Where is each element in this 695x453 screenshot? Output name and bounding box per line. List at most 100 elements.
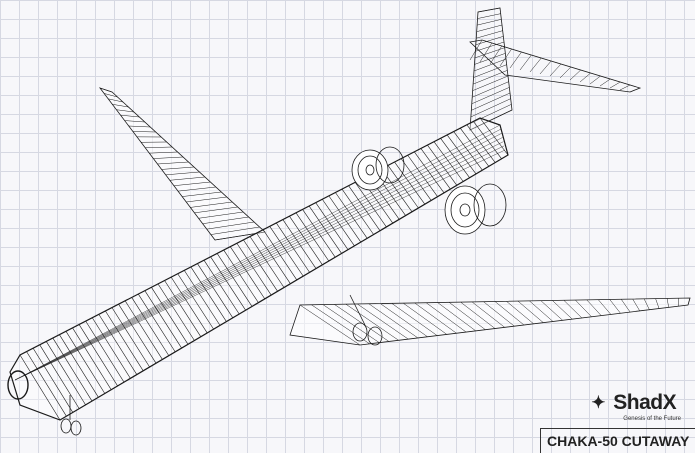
structure-line	[552, 300, 573, 320]
structure-line	[400, 158, 432, 201]
structure-line	[131, 297, 170, 356]
structure-line	[177, 273, 214, 330]
structure-line	[609, 299, 621, 314]
structure-line	[477, 19, 502, 26]
structure-line	[65, 331, 106, 394]
structure-line	[433, 141, 464, 182]
structure-line	[368, 303, 419, 339]
structure-line	[598, 299, 612, 315]
structure-line	[471, 301, 505, 328]
structure-line	[471, 92, 511, 111]
vertical-stabilizer	[469, 7, 513, 131]
structure-line	[108, 98, 123, 103]
structure-line	[78, 324, 118, 387]
drawing-title: CHAKA-50 CUTAWAY	[540, 428, 695, 453]
horizontal-stabilizer-ribs	[469, 39, 641, 93]
structure-line	[198, 211, 244, 219]
structure-line	[453, 131, 483, 171]
structure-line	[643, 298, 650, 310]
structure-line	[420, 148, 451, 190]
structure-line	[394, 161, 426, 205]
structure-line	[470, 104, 512, 124]
structure-line	[182, 191, 222, 197]
structure-line	[92, 317, 131, 379]
structure-line	[59, 334, 99, 398]
structure-line	[256, 232, 291, 284]
structure-line	[206, 221, 255, 230]
structure-line	[477, 13, 501, 19]
right-wing-ribs	[299, 297, 691, 346]
structure-line	[475, 36, 504, 46]
right-wing	[289, 297, 691, 346]
structure-line	[118, 304, 157, 364]
structure-line	[472, 81, 509, 98]
structure-line	[470, 98, 511, 118]
structure-line	[149, 151, 178, 154]
structure-line	[99, 87, 113, 93]
structure-line	[124, 120, 145, 123]
structure-line	[194, 206, 238, 214]
structure-line	[32, 348, 74, 413]
structure-line	[145, 146, 173, 148]
structure-line	[14, 128, 501, 381]
structure-line	[474, 47, 505, 59]
structure-line	[440, 138, 470, 178]
structure-line	[72, 327, 112, 390]
structure-line	[620, 299, 631, 313]
main-landing-gear	[349, 294, 383, 346]
structure-line	[448, 302, 486, 330]
structure-line	[473, 64, 507, 78]
structure-line	[609, 81, 621, 89]
structure-line	[579, 72, 591, 83]
structure-line	[128, 125, 151, 128]
structure-line	[414, 302, 457, 334]
structure-line	[202, 216, 249, 224]
structure-line	[354, 182, 387, 228]
structure-line	[14, 137, 503, 381]
structure-line	[322, 199, 355, 247]
structure-line	[52, 337, 93, 402]
structure-line	[173, 181, 211, 186]
structure-line	[559, 66, 572, 79]
structure-line	[477, 7, 501, 13]
structure-line	[112, 104, 129, 108]
fuselage	[9, 117, 509, 421]
structure-line	[506, 301, 534, 325]
logo-brand: ShadX	[613, 391, 677, 414]
structure-line	[489, 45, 502, 65]
structure-line	[197, 263, 234, 318]
structure-line	[475, 41, 505, 52]
structure-line	[39, 344, 80, 409]
structure-line	[164, 280, 202, 337]
structure-line	[299, 304, 361, 346]
structure-line	[269, 226, 304, 277]
structure-line	[243, 239, 278, 292]
structure-line	[276, 222, 310, 273]
structure-line	[223, 249, 259, 303]
shadx-logo: ✦ShadX Genesis of the Future	[591, 392, 681, 423]
structure-line	[311, 304, 370, 345]
bird-logo-icon: ✦	[591, 393, 606, 412]
structure-line	[19, 354, 61, 421]
structure-line	[348, 185, 381, 231]
structure-line	[170, 276, 208, 334]
vertical-stabilizer-ribs	[469, 7, 513, 131]
structure-line	[210, 256, 246, 311]
structure-line	[469, 109, 513, 131]
structure-line	[138, 293, 176, 353]
structure-line	[230, 246, 266, 300]
structure-line	[586, 299, 602, 316]
structure-line	[509, 51, 522, 69]
structure-line	[563, 300, 583, 319]
structure-line	[120, 114, 140, 118]
structure-line	[104, 93, 118, 98]
structure-line	[169, 176, 205, 181]
structure-line	[474, 53, 506, 65]
structure-line	[403, 302, 447, 335]
structure-line	[85, 320, 125, 383]
structure-line	[14, 124, 501, 381]
structure-line	[184, 270, 221, 326]
structure-line	[295, 212, 330, 262]
structure-line	[446, 134, 477, 175]
